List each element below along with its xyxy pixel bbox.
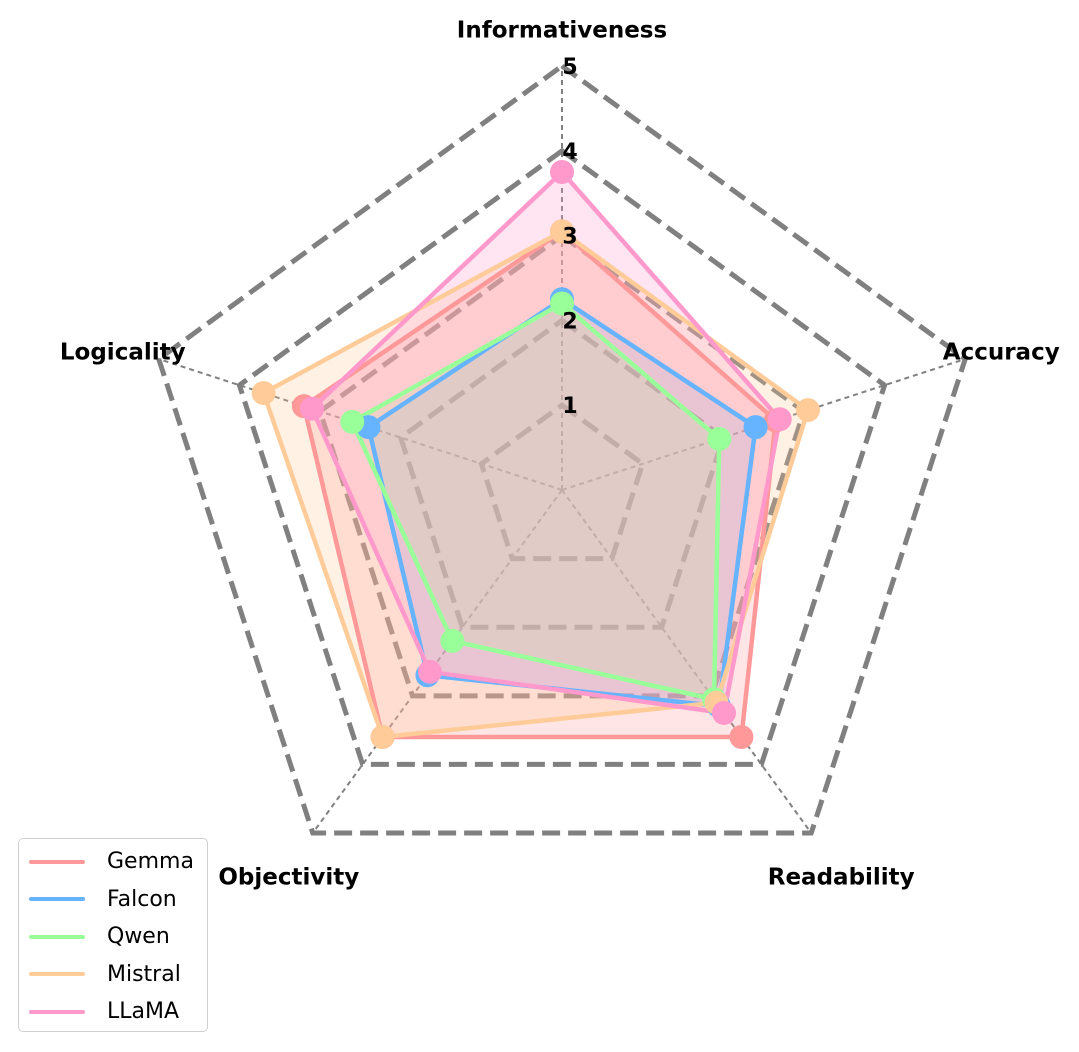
axis-label-objectivity: Objectivity bbox=[218, 865, 359, 891]
data-point-llama-objectivity bbox=[417, 659, 442, 684]
legend-item-llama: LLaMA bbox=[19, 993, 207, 1031]
data-point-llama-logicality bbox=[299, 396, 324, 421]
legend-item-gemma: Gemma bbox=[19, 843, 207, 881]
grid-ring-3 bbox=[317, 232, 807, 699]
legend-swatch bbox=[29, 859, 85, 864]
series-line-qwen bbox=[350, 301, 722, 702]
axis-spoke-accuracy bbox=[561, 358, 966, 491]
legend-swatch bbox=[29, 934, 85, 939]
series-fill-falcon bbox=[368, 299, 756, 707]
data-point-llama-accuracy bbox=[767, 407, 792, 432]
series-line-llama bbox=[309, 169, 783, 716]
legend-swatch bbox=[29, 972, 85, 977]
legend-label: Qwen bbox=[107, 924, 170, 950]
legend-swatch bbox=[29, 897, 85, 902]
legend-label: Mistral bbox=[107, 961, 181, 987]
series-fill-mistral bbox=[263, 231, 808, 737]
r-tick-label: 3 bbox=[562, 225, 577, 250]
r-tick-label: 2 bbox=[562, 309, 577, 334]
data-point-mistral-logicality bbox=[251, 381, 276, 406]
axis-label-accuracy: Accuracy bbox=[943, 339, 1060, 365]
series-line-mistral bbox=[261, 229, 811, 740]
data-point-mistral-objectivity bbox=[370, 724, 395, 749]
legend-item-mistral: Mistral bbox=[19, 956, 207, 994]
r-tick-label: 1 bbox=[562, 394, 577, 419]
grid-ring-4 bbox=[236, 147, 888, 767]
series-fill-gemma bbox=[303, 231, 776, 737]
axis-label-informativeness: Informativeness bbox=[457, 18, 667, 44]
axis-spoke-readability bbox=[561, 489, 813, 834]
data-point-falcon-accuracy bbox=[743, 415, 768, 440]
data-point-qwen-informativeness bbox=[550, 291, 574, 316]
axis-label-readability: Readability bbox=[768, 865, 915, 891]
legend-label: Gemma bbox=[107, 849, 194, 875]
series-layer bbox=[251, 160, 820, 749]
legend-item-falcon: Falcon bbox=[19, 881, 207, 919]
legend-label: Falcon bbox=[107, 886, 177, 912]
grid-ring-1 bbox=[478, 402, 646, 562]
series-fill-qwen bbox=[352, 303, 720, 700]
data-point-llama-readability bbox=[711, 700, 736, 725]
legend-label: LLaMA bbox=[107, 999, 180, 1025]
data-point-qwen-logicality bbox=[340, 409, 365, 434]
axis-label-logicality: Logicality bbox=[60, 339, 186, 365]
legend-item-qwen: Qwen bbox=[19, 918, 207, 956]
data-point-mistral-informativeness bbox=[550, 219, 574, 244]
r-tick-label: 4 bbox=[562, 140, 577, 165]
legend-swatch bbox=[29, 1009, 85, 1014]
axis-spoke-logicality bbox=[158, 358, 563, 491]
data-point-qwen-accuracy bbox=[707, 426, 732, 451]
data-point-gemma-readability bbox=[729, 724, 754, 749]
axis-spoke-objectivity bbox=[311, 489, 563, 834]
data-point-llama-informativeness bbox=[550, 160, 574, 184]
data-point-mistral-accuracy bbox=[795, 398, 820, 423]
data-point-qwen-objectivity bbox=[440, 628, 465, 653]
r-tick-label: 5 bbox=[562, 55, 577, 80]
